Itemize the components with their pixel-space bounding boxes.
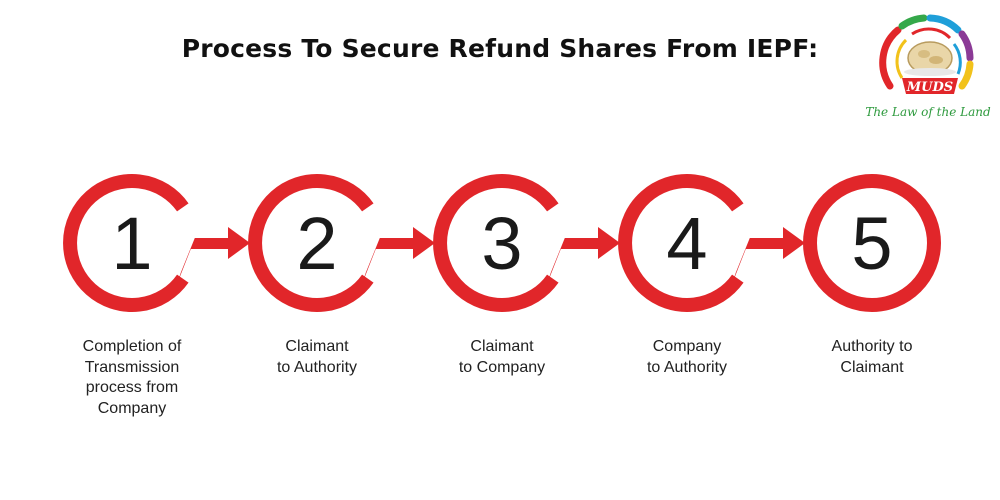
logo-arc-green: [898, 14, 928, 30]
page-title: Process To Secure Refund Shares From IEP…: [181, 34, 819, 63]
logo-arc-yellow: [958, 60, 974, 90]
step-label: Claimant to Company: [458, 338, 546, 376]
step-ring: [63, 174, 189, 312]
step-label: Claimant to Authority: [276, 338, 358, 376]
step-arrow: [731, 227, 805, 285]
step-arrow: [546, 227, 620, 285]
step-ring: [618, 174, 744, 312]
step-ring: [248, 174, 374, 312]
step-ring: [803, 174, 941, 312]
step-2: 2: [248, 174, 435, 312]
step-number: 5: [851, 202, 892, 285]
step-label: Completion of Transmission process from …: [82, 338, 182, 417]
logo-arc-blue: [926, 14, 962, 34]
muds-logo: MUDS The Law of the Land: [865, 14, 991, 119]
logo-arc-purple: [958, 30, 974, 62]
logo-tagline: The Law of the Land: [865, 105, 991, 119]
logo-name: MUDS: [906, 80, 953, 95]
step-number: 3: [481, 202, 522, 285]
step-number: 4: [666, 202, 707, 285]
process-flow: 1 2 3 4 5: [63, 174, 941, 312]
logo-arc-red: [879, 26, 902, 90]
step-arrow: [361, 227, 435, 285]
step-1: 1: [63, 174, 250, 312]
step-5: 5: [803, 174, 941, 312]
step-ring: [433, 174, 559, 312]
step-4: 4: [618, 174, 805, 312]
step-label: Authority to Claimant: [831, 338, 913, 376]
step-number: 1: [111, 202, 152, 285]
step-arrow: [176, 227, 250, 285]
step-number: 2: [296, 202, 337, 285]
step-label: Company to Authority: [646, 338, 728, 376]
step-3: 3: [433, 174, 620, 312]
